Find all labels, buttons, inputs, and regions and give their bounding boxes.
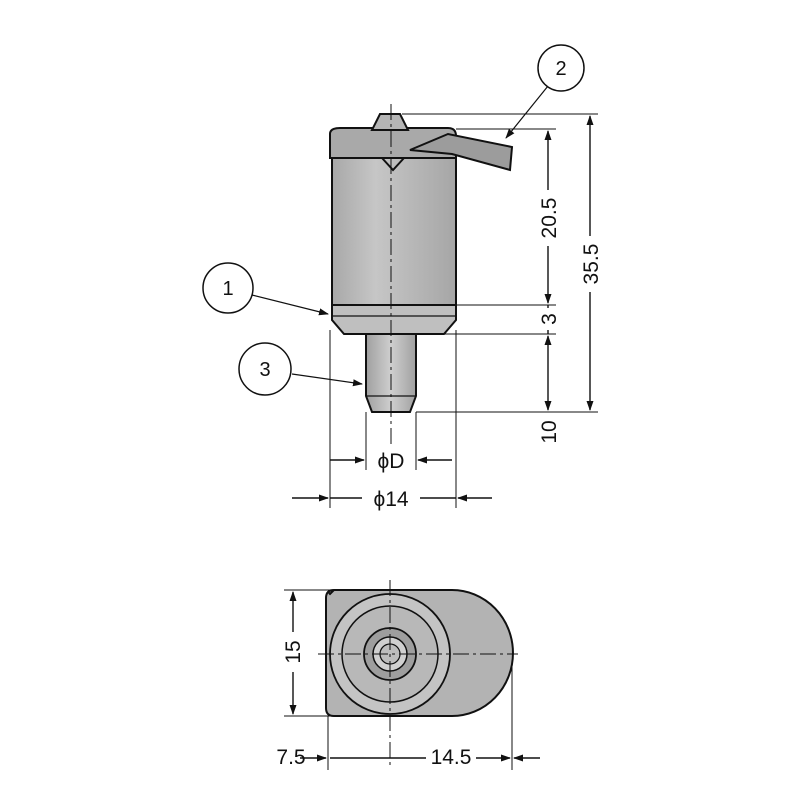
callout-3: 3 — [238, 342, 363, 396]
dim-width: 15 — [282, 640, 305, 663]
callout-3-label: 3 — [259, 359, 270, 381]
callout-2-label: 2 — [555, 58, 566, 80]
dim-body-height: 20.5 — [538, 198, 561, 239]
dim-chamfer-height: 3 — [538, 313, 561, 325]
side-dimension-texts: 35.5 20.5 3 10 ϕD ϕ14 — [362, 190, 603, 511]
callout-1: 1 — [202, 262, 329, 316]
support-pin — [365, 333, 417, 413]
dim-body-diameter: ϕ14 — [373, 488, 408, 511]
support-body — [331, 139, 457, 306]
bottom-extension-lines — [284, 589, 513, 770]
cap-notch — [381, 157, 405, 172]
body-chamfer — [331, 304, 457, 335]
top-nub — [370, 113, 410, 131]
dim-pin-diameter: ϕD — [378, 450, 405, 473]
dim-pin-length: 10 — [538, 420, 561, 443]
dim-offset: 7.5 — [276, 746, 305, 769]
lever-tab — [409, 132, 514, 172]
callout-2: 2 — [505, 44, 585, 139]
bottom-dimension-texts: 15 7.5 14.5 — [276, 632, 476, 770]
callout-1-label: 1 — [222, 278, 233, 300]
dim-length: 14.5 — [431, 746, 472, 769]
side-extension-lines — [329, 113, 598, 508]
dim-overall-height: 35.5 — [580, 244, 603, 285]
side-view: 35.5 20.5 3 10 ϕD ϕ14 2 1 3 — [202, 44, 603, 511]
bottom-view: 15 7.5 14.5 — [276, 580, 540, 770]
